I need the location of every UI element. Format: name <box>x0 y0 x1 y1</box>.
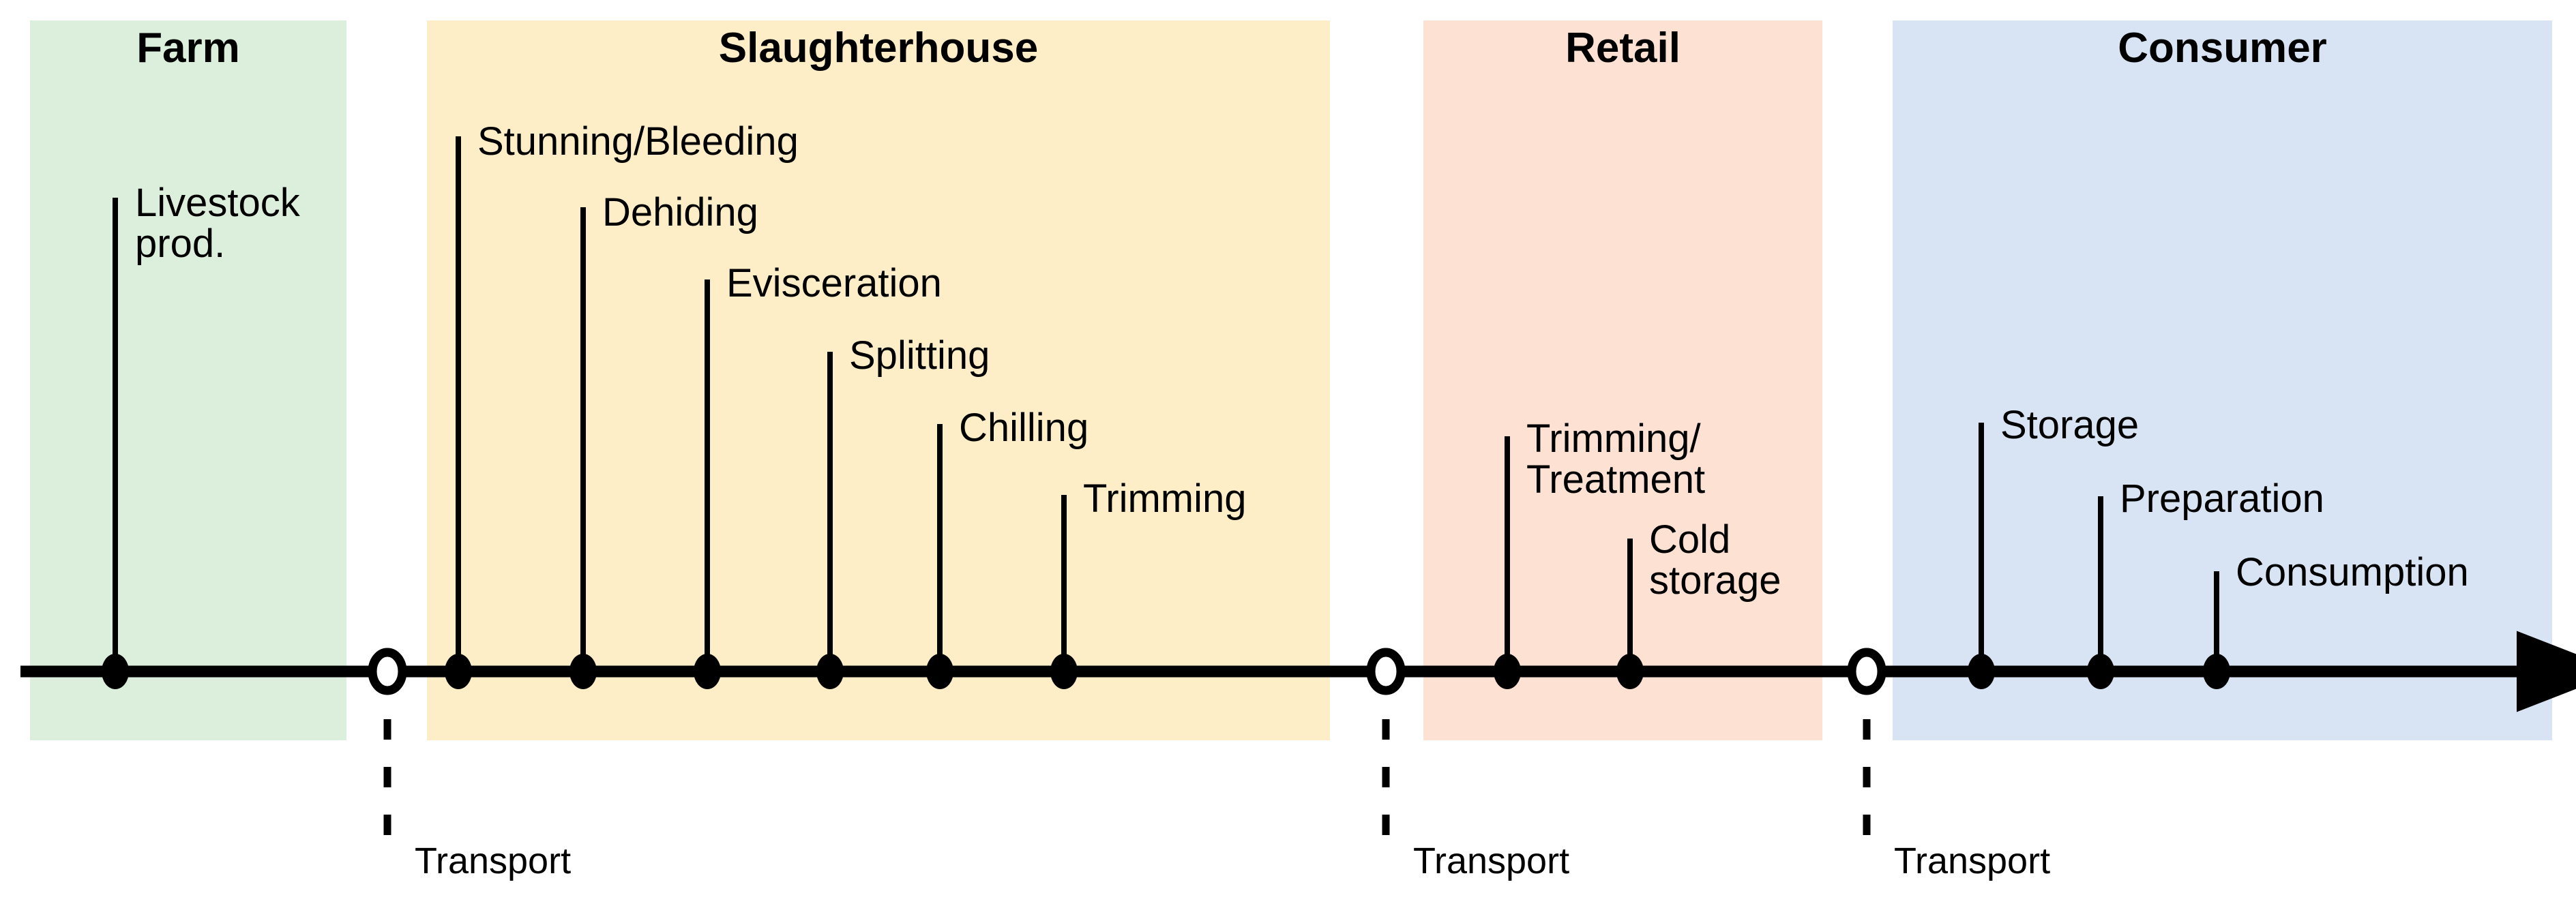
stage-band-consumer <box>1893 20 2552 740</box>
stage-label-5: Chilling <box>959 406 1089 450</box>
stage-label-2: Dehiding <box>602 190 758 234</box>
stage-marker-10[interactable] <box>2087 654 2114 689</box>
transport-marker-1[interactable] <box>1366 648 1406 695</box>
stage-band-slaughterhouse <box>427 20 1330 740</box>
timeline-marker-group <box>102 648 2230 695</box>
transport-marker-0[interactable] <box>368 648 407 695</box>
transport-dashed-line-group <box>383 671 1871 860</box>
stage-marker-2[interactable] <box>569 654 597 689</box>
stage-label-6: Trimming <box>1083 476 1247 521</box>
stage-marker-0[interactable] <box>102 654 129 689</box>
transport-marker-2[interactable] <box>1847 648 1886 695</box>
stage-label-8: Cold storage <box>1649 517 1781 603</box>
stage-marker-1[interactable] <box>445 654 472 689</box>
stage-title-farm: Farm <box>136 25 240 72</box>
stage-marker-9[interactable] <box>1968 654 1995 689</box>
stage-title-retail: Retail <box>1565 25 1681 72</box>
stage-label-9: Storage <box>2000 403 2140 447</box>
stage-label-10: Preparation <box>2120 476 2324 521</box>
stage-marker-5[interactable] <box>926 654 953 689</box>
stage-marker-11[interactable] <box>2203 654 2230 689</box>
stage-marker-7[interactable] <box>1494 654 1521 689</box>
stage-band-retail <box>1423 20 1822 740</box>
stage-title-slaughterhouse: Slaughterhouse <box>718 25 1039 72</box>
stage-label-11: Consumption <box>2236 550 2469 594</box>
stage-band-farm <box>30 20 346 740</box>
stage-label-0: Livestock prod. <box>135 181 300 267</box>
transport-label-0: Transport <box>415 841 572 881</box>
stage-label-3: Evisceration <box>726 261 942 305</box>
stage-label-1: Stunning/Bleeding <box>477 119 799 164</box>
stage-marker-3[interactable] <box>694 654 721 689</box>
stage-stem-group <box>113 136 2219 671</box>
stage-marker-8[interactable] <box>1616 654 1644 689</box>
transport-label-1: Transport <box>1413 841 1570 881</box>
stage-marker-4[interactable] <box>816 654 844 689</box>
stage-label-4: Splitting <box>849 333 990 378</box>
stage-title-consumer: Consumer <box>2118 25 2327 72</box>
stage-marker-6[interactable] <box>1050 654 1078 689</box>
transport-label-2: Transport <box>1894 841 2051 881</box>
stage-label-7: Trimming/ Treatment <box>1526 417 1706 502</box>
